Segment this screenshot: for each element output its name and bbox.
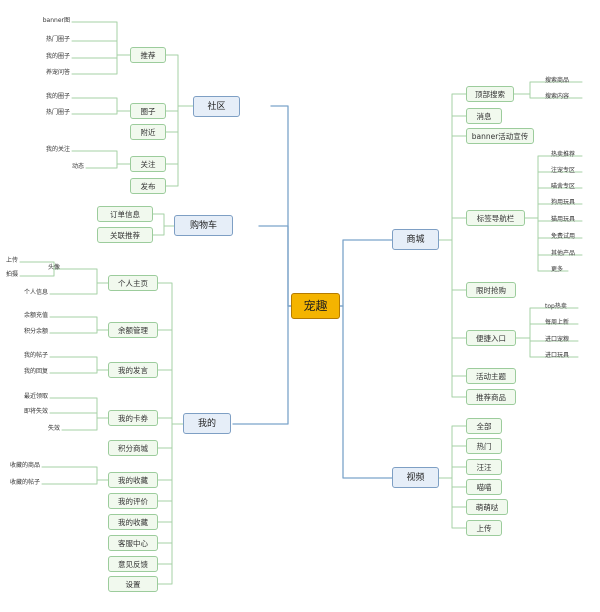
leaf-pet-qa: 养宠问答 (45, 69, 70, 76)
leaf-my-replies: 我的回复 (23, 368, 48, 375)
branch-cart[interactable]: 购物车 (174, 215, 233, 236)
video-hot[interactable]: 热门 (466, 438, 502, 454)
video-dogs[interactable]: 汪汪 (466, 459, 502, 475)
leaf-top-hot: top热卖 (545, 303, 567, 310)
leaf-other-products: 其他产品 (551, 250, 576, 257)
community-publish[interactable]: 发布 (130, 178, 166, 194)
cart-related-recommend[interactable]: 关联推荐 (97, 227, 153, 243)
leaf-recharge: 余额充值 (23, 312, 48, 319)
branch-community[interactable]: 社区 (193, 96, 240, 117)
mine-favorites-2[interactable]: 我的收藏 (108, 514, 158, 530)
leaf-my-posts: 我的帖子 (23, 352, 48, 359)
mall-quick-entry[interactable]: 便捷入口 (466, 330, 516, 346)
mall-connectors (438, 81, 583, 398)
mine-favorites[interactable]: 我的收藏 (108, 472, 158, 488)
video-connectors (438, 425, 467, 529)
mine-settings[interactable]: 设置 (108, 576, 158, 592)
community-follow[interactable]: 关注 (130, 156, 166, 172)
leaf-hot-circles: 热门圈子 (45, 36, 70, 43)
mall-flash-sale[interactable]: 限时抢购 (466, 282, 516, 298)
leaf-shoot: 拍摄 (5, 271, 18, 278)
cart-order-info[interactable]: 订单信息 (97, 206, 153, 222)
community-connectors (71, 21, 194, 187)
branch-video[interactable]: 视频 (392, 467, 439, 488)
leaf-my-circles: 我的圈子 (45, 53, 70, 60)
leaf-cat-toys: 猫用玩具 (551, 216, 576, 223)
mall-tag-nav[interactable]: 标签导航栏 (466, 210, 525, 226)
mine-reviews[interactable]: 我的评价 (108, 493, 158, 509)
mine-feedback[interactable]: 意见反馈 (108, 556, 158, 572)
leaf-my-circles-2: 我的圈子 (45, 93, 70, 100)
leaf-imported-food: 进口宠粮 (545, 336, 570, 343)
mine-balance[interactable]: 余额管理 (108, 322, 158, 338)
mine-service-center[interactable]: 客服中心 (108, 535, 158, 551)
leaf-search-content: 搜索内容 (545, 93, 570, 100)
branch-mine[interactable]: 我的 (183, 413, 231, 434)
video-cute[interactable]: 萌萌哒 (466, 499, 508, 515)
leaf-avatar: 头像 (47, 264, 60, 271)
mine-coupons[interactable]: 我的卡券 (108, 410, 158, 426)
mall-event-theme[interactable]: 活动主题 (466, 368, 516, 384)
mall-top-search[interactable]: 顶部搜索 (466, 86, 514, 102)
center-topic[interactable]: 宠趣 (291, 293, 340, 319)
leaf-cat-zone: 喵舍专区 (551, 183, 576, 190)
leaf-fav-products: 收藏的商品 (9, 462, 40, 469)
leaf-upload: 上传 (5, 257, 18, 264)
community-circles[interactable]: 圈子 (130, 103, 166, 119)
community-nearby[interactable]: 附近 (130, 124, 166, 140)
video-upload[interactable]: 上传 (466, 520, 502, 536)
mine-connectors (19, 261, 184, 585)
leaf-fav-posts: 收藏的帖子 (9, 479, 40, 486)
mall-banner-promo[interactable]: banner活动宣传 (466, 128, 534, 144)
mall-messages[interactable]: 消息 (466, 108, 502, 124)
community-recommend[interactable]: 推荐 (130, 47, 166, 63)
leaf-weekly-new: 每周上新 (545, 319, 570, 326)
leaf-dog-zone: 注宠专区 (551, 167, 576, 174)
video-all[interactable]: 全部 (466, 418, 502, 434)
leaf-search-products: 搜索商品 (545, 77, 570, 84)
mine-points-mall[interactable]: 积分商城 (108, 440, 158, 456)
mall-recommended-products[interactable]: 推荐商品 (466, 389, 516, 405)
leaf-hot-sale: 热卖推荐 (551, 151, 576, 158)
leaf-feed: 动态 (71, 163, 84, 170)
leaf-imported-toys: 进口玩具 (545, 352, 570, 359)
leaf-more: 更多 (551, 266, 564, 273)
video-cats[interactable]: 喵喵 (466, 479, 502, 495)
leaf-points-balance: 积分余额 (23, 328, 48, 335)
leaf-expiring-soon: 即将失效 (23, 408, 48, 415)
center-connectors (232, 105, 393, 479)
mine-posts[interactable]: 我的发言 (108, 362, 158, 378)
mine-profile[interactable]: 个人主页 (108, 275, 158, 291)
leaf-my-follows: 我的关注 (45, 146, 70, 153)
leaf-free-trial: 免费试用 (551, 233, 576, 240)
leaf-banner-image: banner图 (42, 17, 70, 24)
leaf-hot-circles-2: 热门圈子 (45, 109, 70, 116)
leaf-dog-toys: 狗用玩具 (551, 199, 576, 206)
leaf-recently-claimed: 最近领取 (23, 393, 48, 400)
cart-connectors (152, 213, 175, 236)
leaf-personal-info: 个人信息 (23, 289, 48, 296)
branch-mall[interactable]: 商城 (392, 229, 439, 250)
leaf-expired: 失效 (47, 425, 60, 432)
